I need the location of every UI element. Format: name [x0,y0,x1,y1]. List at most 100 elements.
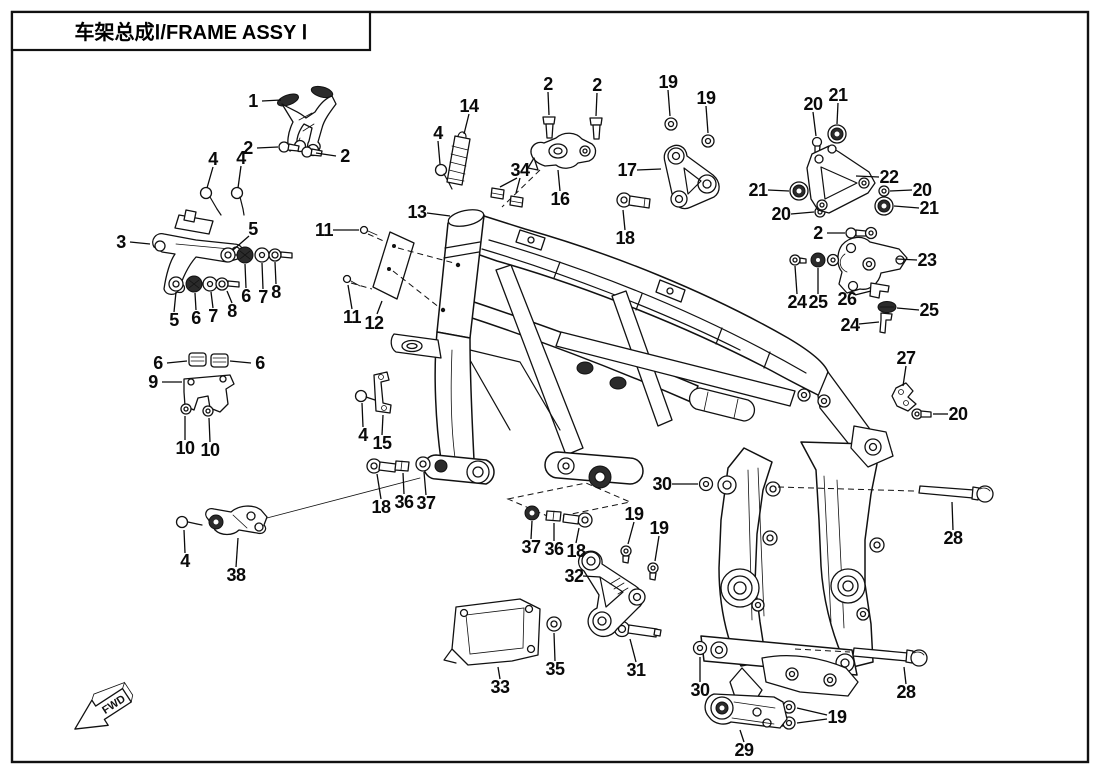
callout-29: 29 [734,740,754,760]
callout-leader-6 [244,263,247,289]
callout-23: 23 [917,250,937,270]
callout-leader-15 [381,414,384,436]
callout-19: 19 [658,72,678,92]
callout-25: 25 [808,292,828,312]
callout-18: 18 [615,228,635,248]
callout-32: 32 [564,566,584,586]
callout-19: 19 [624,504,644,524]
callout-leader-20 [812,111,817,137]
part-34-spacers [490,187,524,208]
callout-leader-2 [315,152,337,157]
callout-24: 24 [787,292,807,312]
callout-leader-24 [794,265,798,295]
callout-19: 19 [696,88,716,108]
callout-leader-11 [347,284,353,310]
callout-leader-7 [210,291,214,309]
callout-4: 4 [433,123,443,143]
callout-leader-32 [582,575,601,578]
callout-leader-37 [423,471,427,496]
callout-leader-24 [858,321,880,325]
part-17-triangle-bracket [663,144,720,210]
callout-7: 7 [258,287,268,307]
callout-17: 17 [617,160,637,180]
callout-leader-10 [208,417,211,443]
callout-leader-21 [767,189,790,192]
callout-6: 6 [191,308,201,328]
part-21-grommets [789,124,894,216]
callout-33: 33 [490,677,510,697]
callout-13: 13 [407,202,427,222]
part-12-plate [372,231,455,309]
callout-leader-8 [226,290,233,304]
callout-9: 9 [148,372,158,392]
callout-leader-1 [261,99,282,102]
callout-leader-4 [237,165,242,189]
callout-leader-25 [896,307,920,311]
part-35-nut [546,616,562,632]
page-title: 车架总成Ⅰ/FRAME ASSY Ⅰ [75,20,308,44]
part-27-clamp [891,382,917,412]
part-6-rubber-pads [188,352,229,368]
part-29-link-plate [704,693,788,729]
callout-leader-6 [166,360,188,364]
callout-leader-2 [256,146,279,149]
callout-20: 20 [771,204,791,224]
callout-2: 2 [592,75,602,95]
part-10-nuts [180,403,214,417]
callout-leader-3 [129,241,151,245]
callout-19: 19 [827,707,847,727]
callout-3: 3 [116,232,126,252]
callout-leader-21 [893,205,920,209]
part-38-bracket [205,505,268,536]
callout-12: 12 [364,313,384,333]
callout-leader-8 [274,261,277,285]
part-14-spring [446,131,471,186]
callout-leader-18 [376,473,382,500]
callout-20: 20 [803,94,823,114]
title-box [10,10,372,52]
callout-11: 11 [315,220,334,240]
callout-37: 37 [416,493,436,513]
part-16-clamp-bracket [527,132,597,171]
callout-leader-19 [667,89,671,117]
callout-leader-2 [595,92,598,117]
callout-leader-6 [229,360,252,364]
callout-4: 4 [358,425,368,445]
callout-6: 6 [153,353,163,373]
callout-leader-38 [235,537,239,568]
callout-18: 18 [371,497,391,517]
callout-leader-22 [855,175,880,178]
callout-leader-17 [636,168,662,171]
callout-8: 8 [227,301,237,321]
callout-20: 20 [912,180,932,200]
callout-36: 36 [544,539,564,559]
callout-36: 36 [394,492,414,512]
callout-5: 5 [248,219,258,239]
callout-leader-29 [739,729,745,743]
part-30-washers [692,476,714,656]
callout-leader-33 [497,666,501,680]
callout-leader-20 [790,211,815,215]
part-24-25-26-fasteners [789,252,897,334]
fwd-arrow-icon: FWD [74,681,134,730]
callout-22: 22 [879,167,899,187]
callout-4: 4 [180,551,190,571]
part-2-bolts [278,116,878,240]
callout-1: 1 [248,91,258,111]
callout-5: 5 [169,310,179,330]
callout-leader-4 [361,402,364,428]
callout-28: 28 [896,682,916,702]
callout-7: 7 [208,306,218,326]
callout-2: 2 [340,146,350,166]
callout-25: 25 [919,300,939,320]
callout-leader-31 [629,638,637,663]
callout-leader-18 [575,527,580,544]
callout-19: 19 [649,518,669,538]
callout-34: 34 [510,160,530,180]
callout-2: 2 [543,74,553,94]
callout-leader-2 [547,91,550,116]
callout-18: 18 [566,541,586,561]
callout-leader-4 [437,140,441,165]
